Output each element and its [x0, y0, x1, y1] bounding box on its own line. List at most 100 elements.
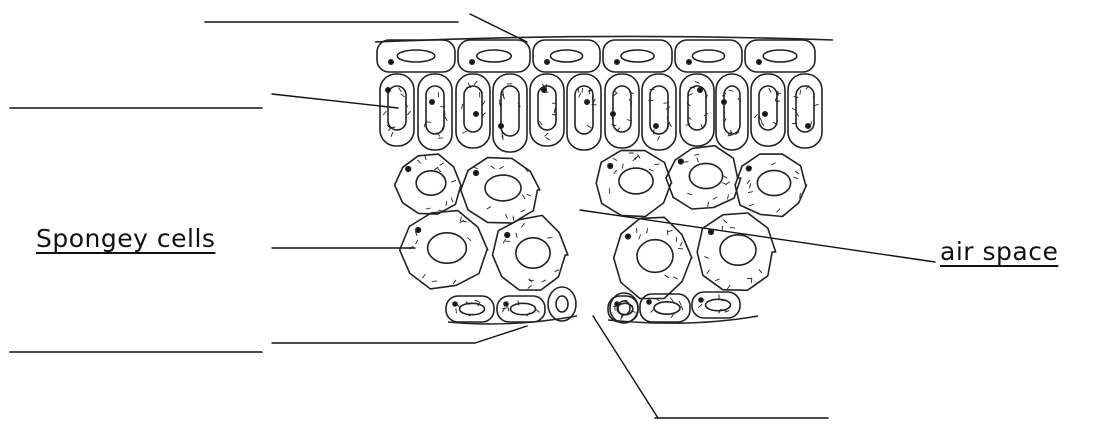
cytoplasm-mark	[426, 208, 431, 209]
palisade-vacuole	[613, 86, 631, 132]
cytoplasm-mark	[482, 101, 485, 105]
cytoplasm-mark	[456, 308, 457, 313]
cell-dot	[470, 60, 474, 64]
palisade-cell	[751, 74, 785, 146]
cytoplasm-mark	[668, 230, 673, 232]
cytoplasm-mark	[438, 210, 443, 211]
epidermis-cell	[377, 40, 455, 72]
cytoplasm-mark	[467, 237, 471, 240]
cytoplasm-mark	[473, 167, 477, 169]
lower-epidermis-vacuole	[706, 299, 731, 310]
lower-epidermis-cell	[446, 296, 494, 322]
cytoplasm-mark	[730, 227, 735, 228]
palisade-vacuole	[688, 86, 706, 130]
cytoplasm-mark	[723, 220, 727, 224]
cytoplasm-mark	[723, 176, 727, 179]
spongy-cell	[461, 158, 540, 223]
cytoplasm-mark	[794, 96, 799, 97]
cytoplasm-mark	[695, 81, 700, 83]
cytoplasm-mark	[669, 123, 672, 127]
cytoplasm-mark	[708, 202, 709, 207]
cytoplasm-mark	[680, 242, 682, 247]
cell-dot	[611, 112, 615, 116]
cytoplasm-mark	[592, 95, 593, 100]
spongy-cell	[493, 215, 568, 290]
cytoplasm-mark	[528, 285, 532, 288]
cytoplasm-mark	[614, 170, 617, 174]
spongy-vacuole	[689, 163, 722, 188]
cytoplasm-mark	[713, 197, 717, 199]
cytoplasm-mark	[697, 158, 699, 163]
cytoplasm-mark	[655, 164, 660, 165]
epidermis-nucleus	[397, 50, 434, 62]
spongy-vacuole	[637, 240, 673, 273]
guard-cell	[610, 293, 638, 323]
cytoplasm-mark	[536, 309, 540, 312]
cell-dot	[499, 124, 503, 128]
cell-dot	[585, 100, 589, 104]
cell-dot	[608, 164, 613, 169]
cell-dot	[505, 233, 510, 238]
cytoplasm-mark	[499, 166, 503, 168]
cell-dot	[453, 302, 457, 306]
cytoplasm-mark	[474, 81, 477, 85]
cell-dot	[386, 88, 390, 92]
cell-dot	[545, 60, 549, 64]
cytoplasm-mark	[728, 194, 729, 199]
cytoplasm-mark	[795, 171, 799, 174]
cytoplasm-mark	[445, 117, 448, 121]
pointer-line	[475, 326, 527, 343]
label-air-space: air space	[940, 237, 1058, 266]
cell-dot	[406, 167, 411, 172]
cell-dot	[654, 124, 658, 128]
cytoplasm-mark	[579, 93, 581, 98]
palisade-cell	[680, 74, 714, 146]
cytoplasm-mark	[676, 237, 677, 242]
cytoplasm-mark	[681, 306, 683, 311]
guard-cell	[548, 287, 576, 321]
spongy-vacuole	[428, 233, 467, 263]
cytoplasm-mark	[715, 279, 720, 281]
cell-dot	[504, 302, 508, 306]
cytoplasm-mark	[704, 256, 709, 258]
cytoplasm-mark	[516, 233, 517, 238]
cytoplasm-mark	[503, 239, 506, 243]
cell-dot	[698, 88, 702, 92]
cell-dot	[722, 100, 726, 104]
cytoplasm-mark	[778, 91, 779, 96]
cytoplasm-mark	[587, 125, 591, 128]
cell-dot	[806, 124, 810, 128]
cytoplasm-mark	[649, 169, 654, 171]
cytoplasm-mark	[521, 210, 526, 212]
guard-cell-inner	[556, 296, 568, 312]
cytoplasm-mark	[554, 108, 555, 113]
lower-epidermis-cell	[692, 292, 740, 318]
cytoplasm-mark	[440, 106, 445, 107]
epidermis-nucleus	[621, 50, 654, 62]
cytoplasm-mark	[729, 90, 734, 91]
cytoplasm-mark	[748, 192, 753, 193]
cytoplasm-mark	[423, 274, 426, 278]
lower-epidermis-vacuole	[511, 303, 536, 314]
spongy-vacuole	[516, 238, 550, 268]
palisade-vacuole	[650, 86, 668, 134]
cell-dot	[430, 100, 434, 104]
cytoplasm-mark	[487, 206, 491, 209]
pointer-line	[593, 316, 658, 418]
palisade-cell	[788, 74, 822, 148]
cytoplasm-mark	[521, 223, 524, 227]
cytoplasm-mark	[670, 298, 673, 302]
cytoplasm-mark	[401, 94, 405, 97]
cytoplasm-mark	[417, 160, 421, 164]
palisade-cell	[605, 74, 639, 148]
epidermis-nucleus	[692, 50, 724, 62]
cytoplasm-mark	[647, 228, 648, 233]
cell-dot	[763, 112, 767, 116]
cytoplasm-mark	[546, 137, 550, 140]
cell-dot	[474, 171, 479, 176]
spongy-cell	[614, 217, 692, 298]
cytoplasm-mark	[527, 194, 532, 196]
cell-dot	[615, 60, 619, 64]
cytoplasm-mark	[555, 270, 560, 272]
cytoplasm-mark	[545, 133, 549, 136]
